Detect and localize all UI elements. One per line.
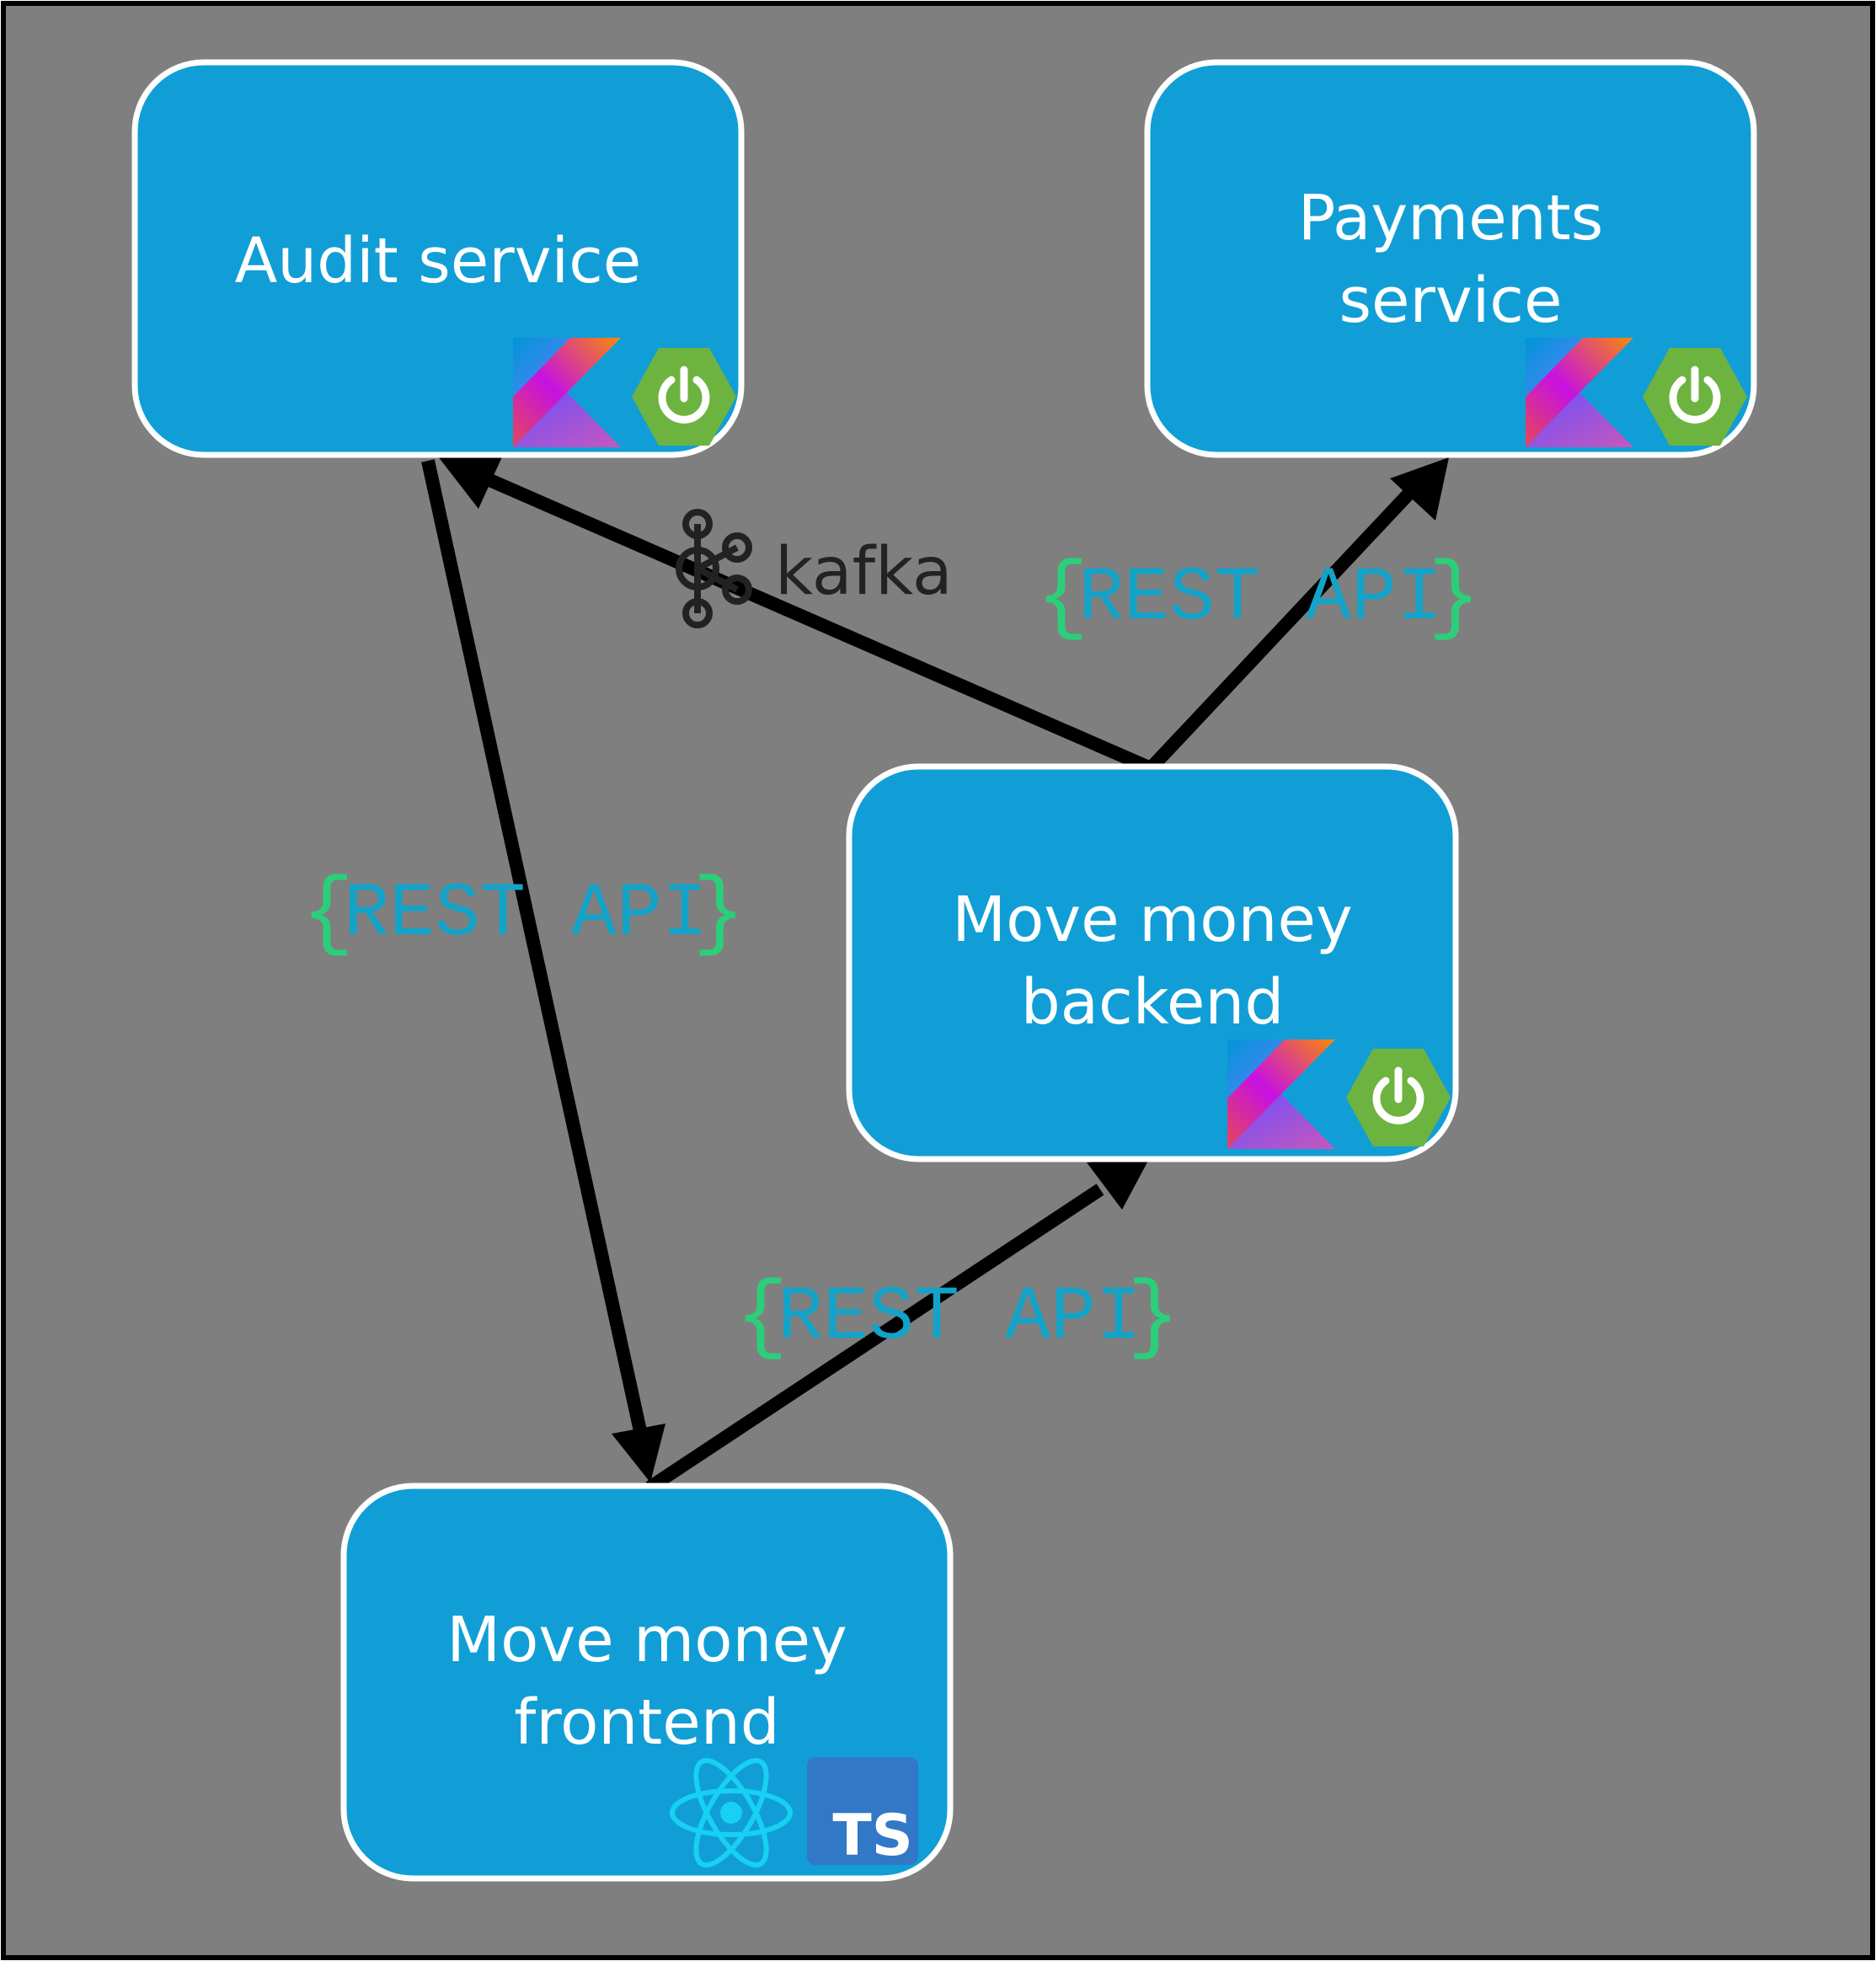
node-backend-label-line1: Move money (952, 884, 1353, 956)
node-move-money-frontend[interactable]: Move money frontend TS (340, 1483, 954, 1882)
edge-backend-to-payments (1146, 482, 1420, 773)
brace-close: } (1428, 549, 1480, 649)
typescript-icon: TS (807, 1757, 918, 1869)
node-payments-service[interactable]: Payments service (1144, 59, 1757, 458)
rest-api-text: REST API (1078, 556, 1442, 642)
kafka-text: kafka (775, 534, 953, 610)
node-payments-label-line2: service (1339, 264, 1562, 337)
brace-close: } (1127, 1269, 1179, 1368)
node-backend-label-line2: backend (1021, 966, 1285, 1039)
node-audit-service[interactable]: Audit service (131, 59, 745, 458)
arrowhead-to-backend (1087, 1159, 1149, 1210)
edge-backend-to-audit (477, 469, 1154, 775)
rest-api-label-payments: { REST API } (1036, 549, 1480, 649)
node-frontend-label-line2: frontend (514, 1686, 779, 1759)
brace-open: { (735, 1269, 788, 1368)
kafka-icon (676, 509, 752, 628)
rest-api-label-frontend-backend: { REST API } (735, 1269, 1179, 1368)
rest-api-text: REST API (344, 872, 708, 958)
react-icon (670, 1758, 793, 1867)
typescript-badge-text: TS (832, 1803, 912, 1869)
arrowhead-to-payments (1390, 457, 1449, 521)
brace-open: { (302, 865, 354, 964)
node-frontend-label-line1: Move money (446, 1604, 847, 1676)
edges (421, 459, 1420, 1493)
arrowheads (438, 453, 1449, 1483)
rest-api-label-audit-frontend: { REST API } (302, 865, 745, 964)
brace-open: { (1036, 549, 1088, 649)
node-payments-label-line1: Payments (1298, 182, 1604, 254)
node-audit-label: Audit service (235, 225, 642, 297)
rest-api-text: REST API (778, 1275, 1141, 1361)
brace-close: } (692, 865, 745, 964)
edge-frontend-to-backend (645, 1184, 1104, 1493)
arrowhead-to-frontend (612, 1424, 665, 1483)
kafka-label: kafka (676, 509, 953, 628)
edge-audit-to-frontend (421, 459, 649, 1440)
arrowhead-to-audit (438, 453, 504, 509)
node-move-money-backend[interactable]: Move money backend (846, 763, 1459, 1162)
